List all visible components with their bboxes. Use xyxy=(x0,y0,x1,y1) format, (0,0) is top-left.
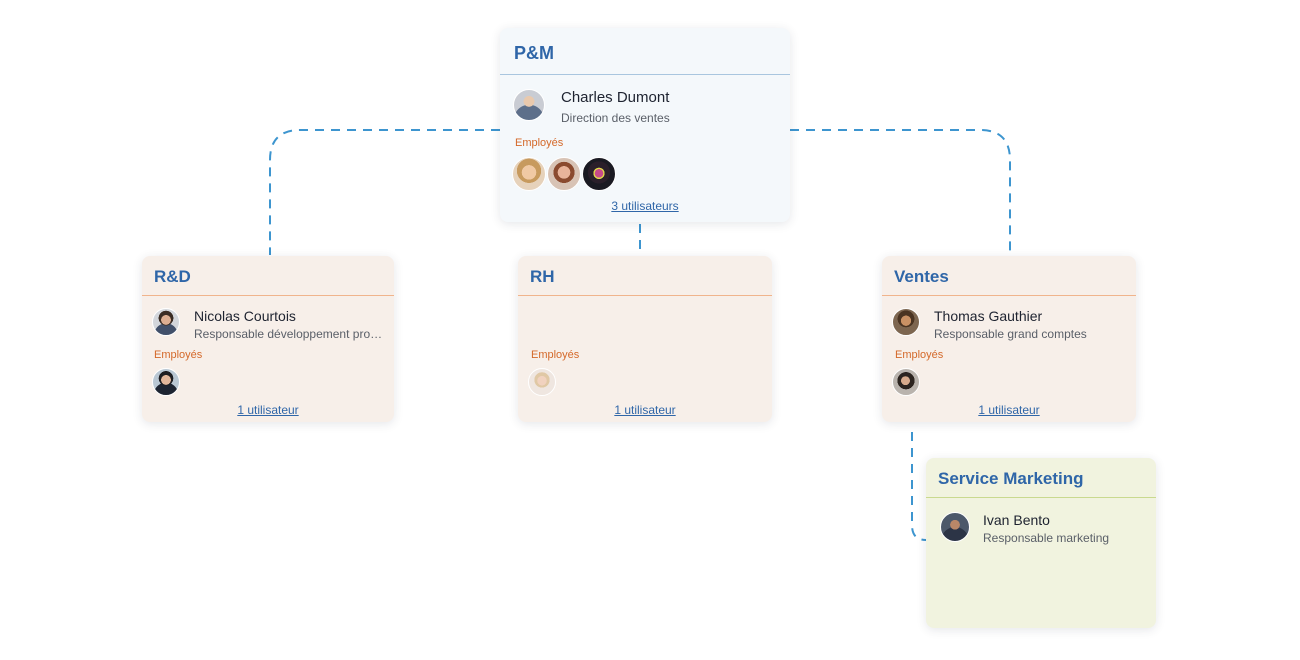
employee-avatars xyxy=(528,368,556,396)
manager-name: Thomas Gauthier xyxy=(934,308,1043,324)
org-node-service-marketing[interactable]: Service Marketing Ivan Bento Responsable… xyxy=(926,458,1156,628)
employee-avatars xyxy=(512,157,616,191)
node-title: RH xyxy=(518,256,772,296)
avatar[interactable] xyxy=(528,368,556,396)
node-manager[interactable]: Charles Dumont Direction des ventes xyxy=(500,89,790,129)
manager-name: Charles Dumont xyxy=(561,89,670,106)
users-count-link[interactable]: 1 utilisateur xyxy=(614,403,676,417)
employees-label: Employés xyxy=(895,349,944,361)
avatar[interactable] xyxy=(582,157,616,191)
node-manager[interactable]: Nicolas Courtois Responsable développeme… xyxy=(142,308,394,348)
employees-label: Employés xyxy=(531,349,580,361)
manager-role: Responsable développement pro… xyxy=(194,327,383,341)
users-count-link[interactable]: 1 utilisateur xyxy=(978,403,1040,417)
org-node-ventes[interactable]: Ventes Thomas Gauthier Responsable grand… xyxy=(882,256,1136,422)
org-node-pm[interactable]: P&M Charles Dumont Direction des ventes … xyxy=(500,28,790,222)
avatar[interactable] xyxy=(547,157,581,191)
employees-label: Employés xyxy=(515,137,564,149)
avatar[interactable] xyxy=(152,308,180,336)
node-manager[interactable]: Thomas Gauthier Responsable grand compte… xyxy=(882,308,1136,348)
avatar[interactable] xyxy=(152,368,180,396)
node-title: R&D xyxy=(142,256,394,296)
org-node-rd[interactable]: R&D Nicolas Courtois Responsable dévelop… xyxy=(142,256,394,422)
avatar[interactable] xyxy=(892,368,920,396)
avatar[interactable] xyxy=(940,512,970,542)
connector-pm-ventes xyxy=(790,129,1011,255)
manager-name: Nicolas Courtois xyxy=(194,308,296,324)
manager-role: Direction des ventes xyxy=(561,111,670,125)
node-title: P&M xyxy=(500,28,790,75)
avatar[interactable] xyxy=(513,89,545,121)
avatar[interactable] xyxy=(892,308,920,336)
node-manager[interactable]: Ivan Bento Responsable marketing xyxy=(926,512,1156,552)
avatar[interactable] xyxy=(512,157,546,191)
users-count-link[interactable]: 3 utilisateurs xyxy=(611,199,679,213)
manager-role: Responsable grand comptes xyxy=(934,327,1087,341)
manager-role: Responsable marketing xyxy=(983,531,1110,545)
manager-name: Ivan Bento xyxy=(983,512,1050,528)
employees-label: Employés xyxy=(154,349,203,361)
employee-avatars xyxy=(892,368,920,396)
connector-ventes-marketing xyxy=(911,432,927,541)
node-title: Service Marketing xyxy=(926,458,1156,498)
employee-avatars xyxy=(152,368,180,396)
users-count-link[interactable]: 1 utilisateur xyxy=(237,403,299,417)
node-title: Ventes xyxy=(882,256,1136,296)
connector-pm-rd xyxy=(269,129,500,255)
org-node-rh[interactable]: RH Employés 1 utilisateur xyxy=(518,256,772,422)
